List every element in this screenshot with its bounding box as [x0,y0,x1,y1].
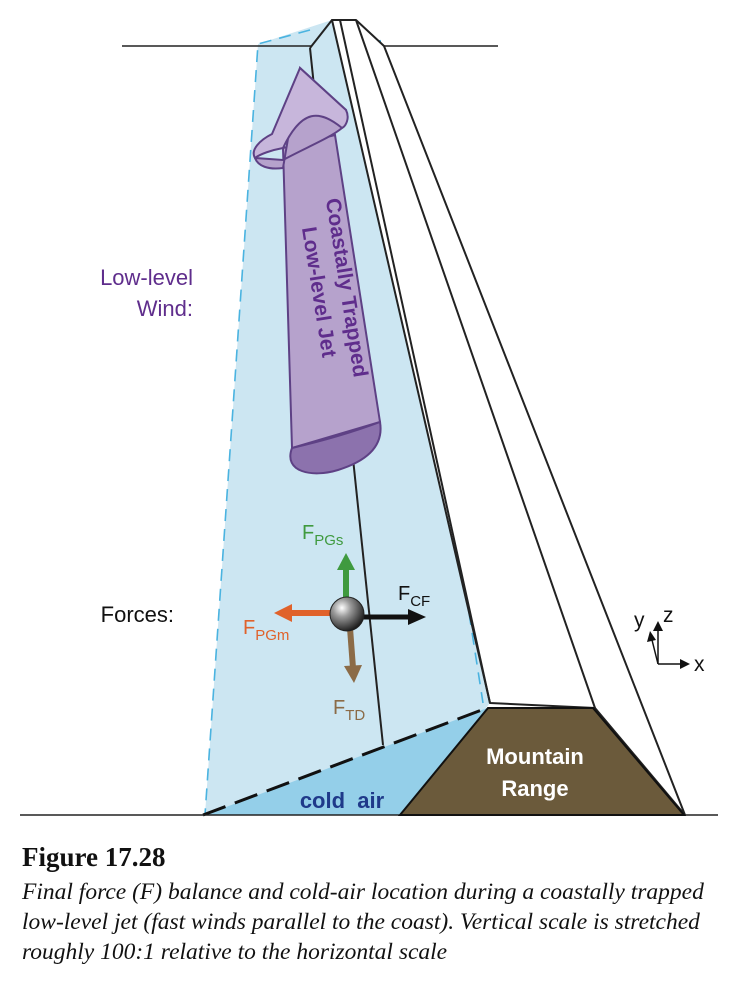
mountain-label-1: Mountain [486,744,584,769]
top-chamfer [309,19,333,49]
f-td-arrow-shaft [347,627,356,669]
low-level-wind-label-1: Low-level [100,265,193,290]
forces-label: Forces: [101,602,174,627]
mountain-label-2: Range [501,776,568,801]
f-pgm-arrow-head [274,604,292,622]
cold-air-label: cold air [300,788,385,813]
f-cf-label: FCF [398,583,430,610]
air-parcel-ball [329,596,365,632]
f-pgs-label: FPGs [302,522,343,549]
f-pgs-arrow-head [337,553,355,570]
mountain-range [397,707,687,816]
mountain-slab-edge-2 [339,19,491,704]
caption-title: Figure 17.28 [22,842,166,872]
air-region-dashed-border [204,29,311,816]
axis-y-label: y [634,609,645,632]
f-td-label: FTD [333,697,365,724]
caption-text: Final force (F) balance and cold-air loc… [22,879,704,965]
f-td-arrow-head [344,665,362,683]
diagram: Coastally Trapped Low-level Jet Low-leve… [20,19,718,817]
f-cf-arrow-head [408,609,426,625]
axis-x-label: x [694,653,705,676]
axes-icon [647,621,690,669]
jet-arrow-head-top [252,66,349,160]
cold-air-dashed-boundary [202,706,488,817]
figure-caption: Figure 17.28 Final force (F) balance and… [22,842,722,967]
axis-z-label: z [663,604,674,627]
jet-tail-cap [289,420,382,475]
mountain-slab-edge-1 [355,19,596,709]
f-pgm-label: FPGm [243,617,289,644]
low-level-wind-label-2: Wind: [137,296,193,321]
